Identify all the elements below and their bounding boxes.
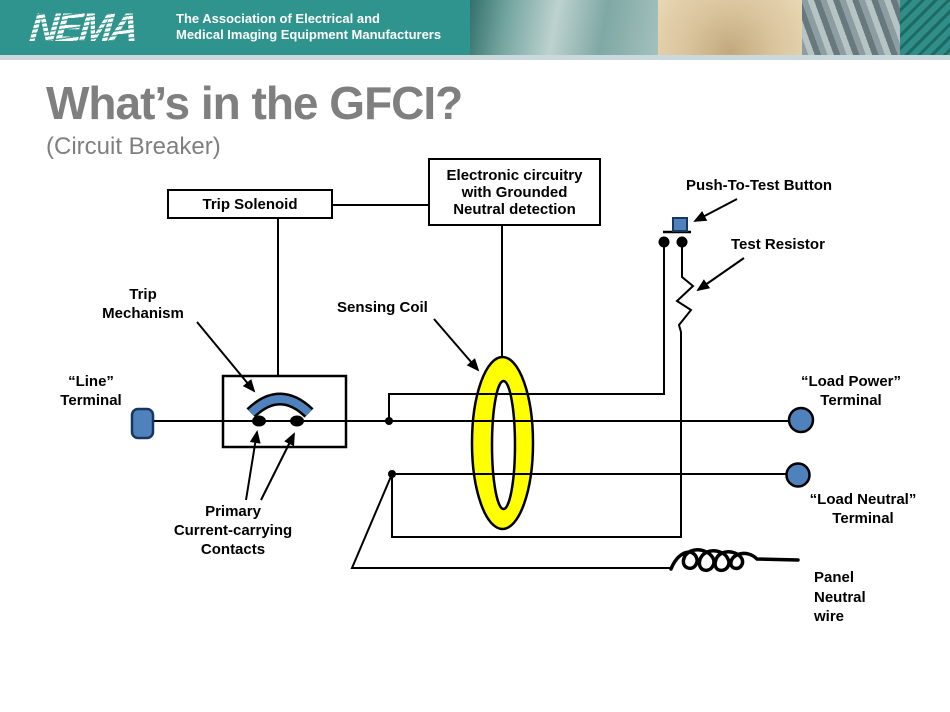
tagline-line-1: The Association of Electrical and xyxy=(176,11,380,26)
primary-contact-left-dot xyxy=(252,415,266,427)
line-terminal-label: “Line” Terminal xyxy=(60,373,122,409)
primary-contacts-arrow-left xyxy=(245,430,261,501)
page-subtitle: (Circuit Breaker) xyxy=(46,133,221,160)
electronic-circuitry-box: Electronic circuitry with Grounded Neutr… xyxy=(428,158,601,226)
line-terminal xyxy=(130,407,155,440)
test-resistor-label: Test Resistor xyxy=(731,236,825,253)
header-photo-industrial xyxy=(802,0,900,55)
push-to-test-label: Push-To-Test Button xyxy=(685,177,833,194)
header-photo-lab xyxy=(470,0,658,55)
sensing-coil-label: Sensing Coil xyxy=(337,299,428,316)
trip-mechanism-arrow xyxy=(196,321,256,393)
test-button-left-pole-dot xyxy=(658,236,670,248)
header-photo-collage xyxy=(470,0,950,55)
sensing-coil-arrow xyxy=(433,318,480,372)
panel-neutral-pigtail xyxy=(669,548,800,573)
test-button-right-pole-dot xyxy=(676,236,688,248)
load-neutral-terminal-label: “Load Neutral” Terminal xyxy=(809,491,917,527)
panel-neutral-wire-label: Panel Neutral wire xyxy=(814,569,866,625)
primary-contact-right-dot xyxy=(290,415,304,427)
neutral-junction-dot xyxy=(388,470,396,478)
push-to-test-arrow xyxy=(693,198,738,222)
trip-solenoid-box: Trip Solenoid xyxy=(167,189,333,219)
load-neutral-terminal xyxy=(785,462,811,488)
test-resistor-and-neutral-loop-wire xyxy=(391,247,695,538)
trip-mechanism-arc xyxy=(248,395,312,416)
primary-contacts-label: Primary Current-carrying Contacts xyxy=(173,503,293,558)
panel-neutral-run-wire xyxy=(350,473,671,569)
primary-contacts-arrow-right xyxy=(260,432,295,501)
page-title: What’s in the GFCI? xyxy=(46,77,463,129)
load-power-terminal-label: “Load Power” Terminal xyxy=(800,373,901,409)
test-button-branch-wire xyxy=(388,243,665,421)
power-junction-dot xyxy=(385,417,393,425)
trip-mechanism-label: Trip Mechanism xyxy=(102,286,184,322)
header-photo-lightbulb xyxy=(658,0,802,55)
association-tagline: The Association of Electrical and Medica… xyxy=(176,11,441,43)
push-to-test-button xyxy=(672,217,688,232)
test-resistor-arrow xyxy=(696,257,745,292)
header-chevron-pattern xyxy=(900,0,950,55)
load-power-terminal xyxy=(787,406,815,434)
tagline-line-2: Medical Imaging Equipment Manufacturers xyxy=(176,27,442,42)
header-divider-strip xyxy=(0,55,950,60)
sensing-coil-hole xyxy=(490,379,517,511)
trip-mechanism-box xyxy=(221,374,348,449)
